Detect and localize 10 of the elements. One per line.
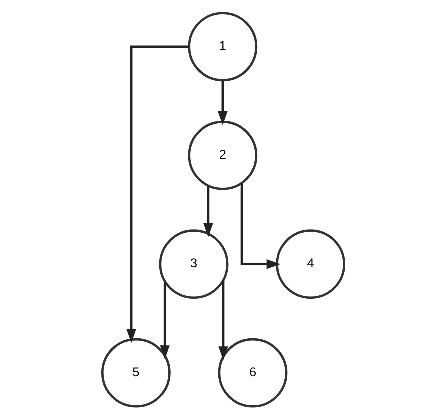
node-circle: 2 — [188, 120, 258, 190]
arrow — [126, 46, 188, 344]
node-circle: 4 — [276, 230, 346, 300]
node-circle: 3 — [158, 230, 228, 300]
arrow — [160, 282, 170, 360]
arrow — [240, 184, 280, 270]
arrow — [218, 280, 228, 360]
node-circle: 1 — [188, 12, 258, 82]
arrow — [218, 80, 228, 126]
arrow — [203, 186, 213, 238]
